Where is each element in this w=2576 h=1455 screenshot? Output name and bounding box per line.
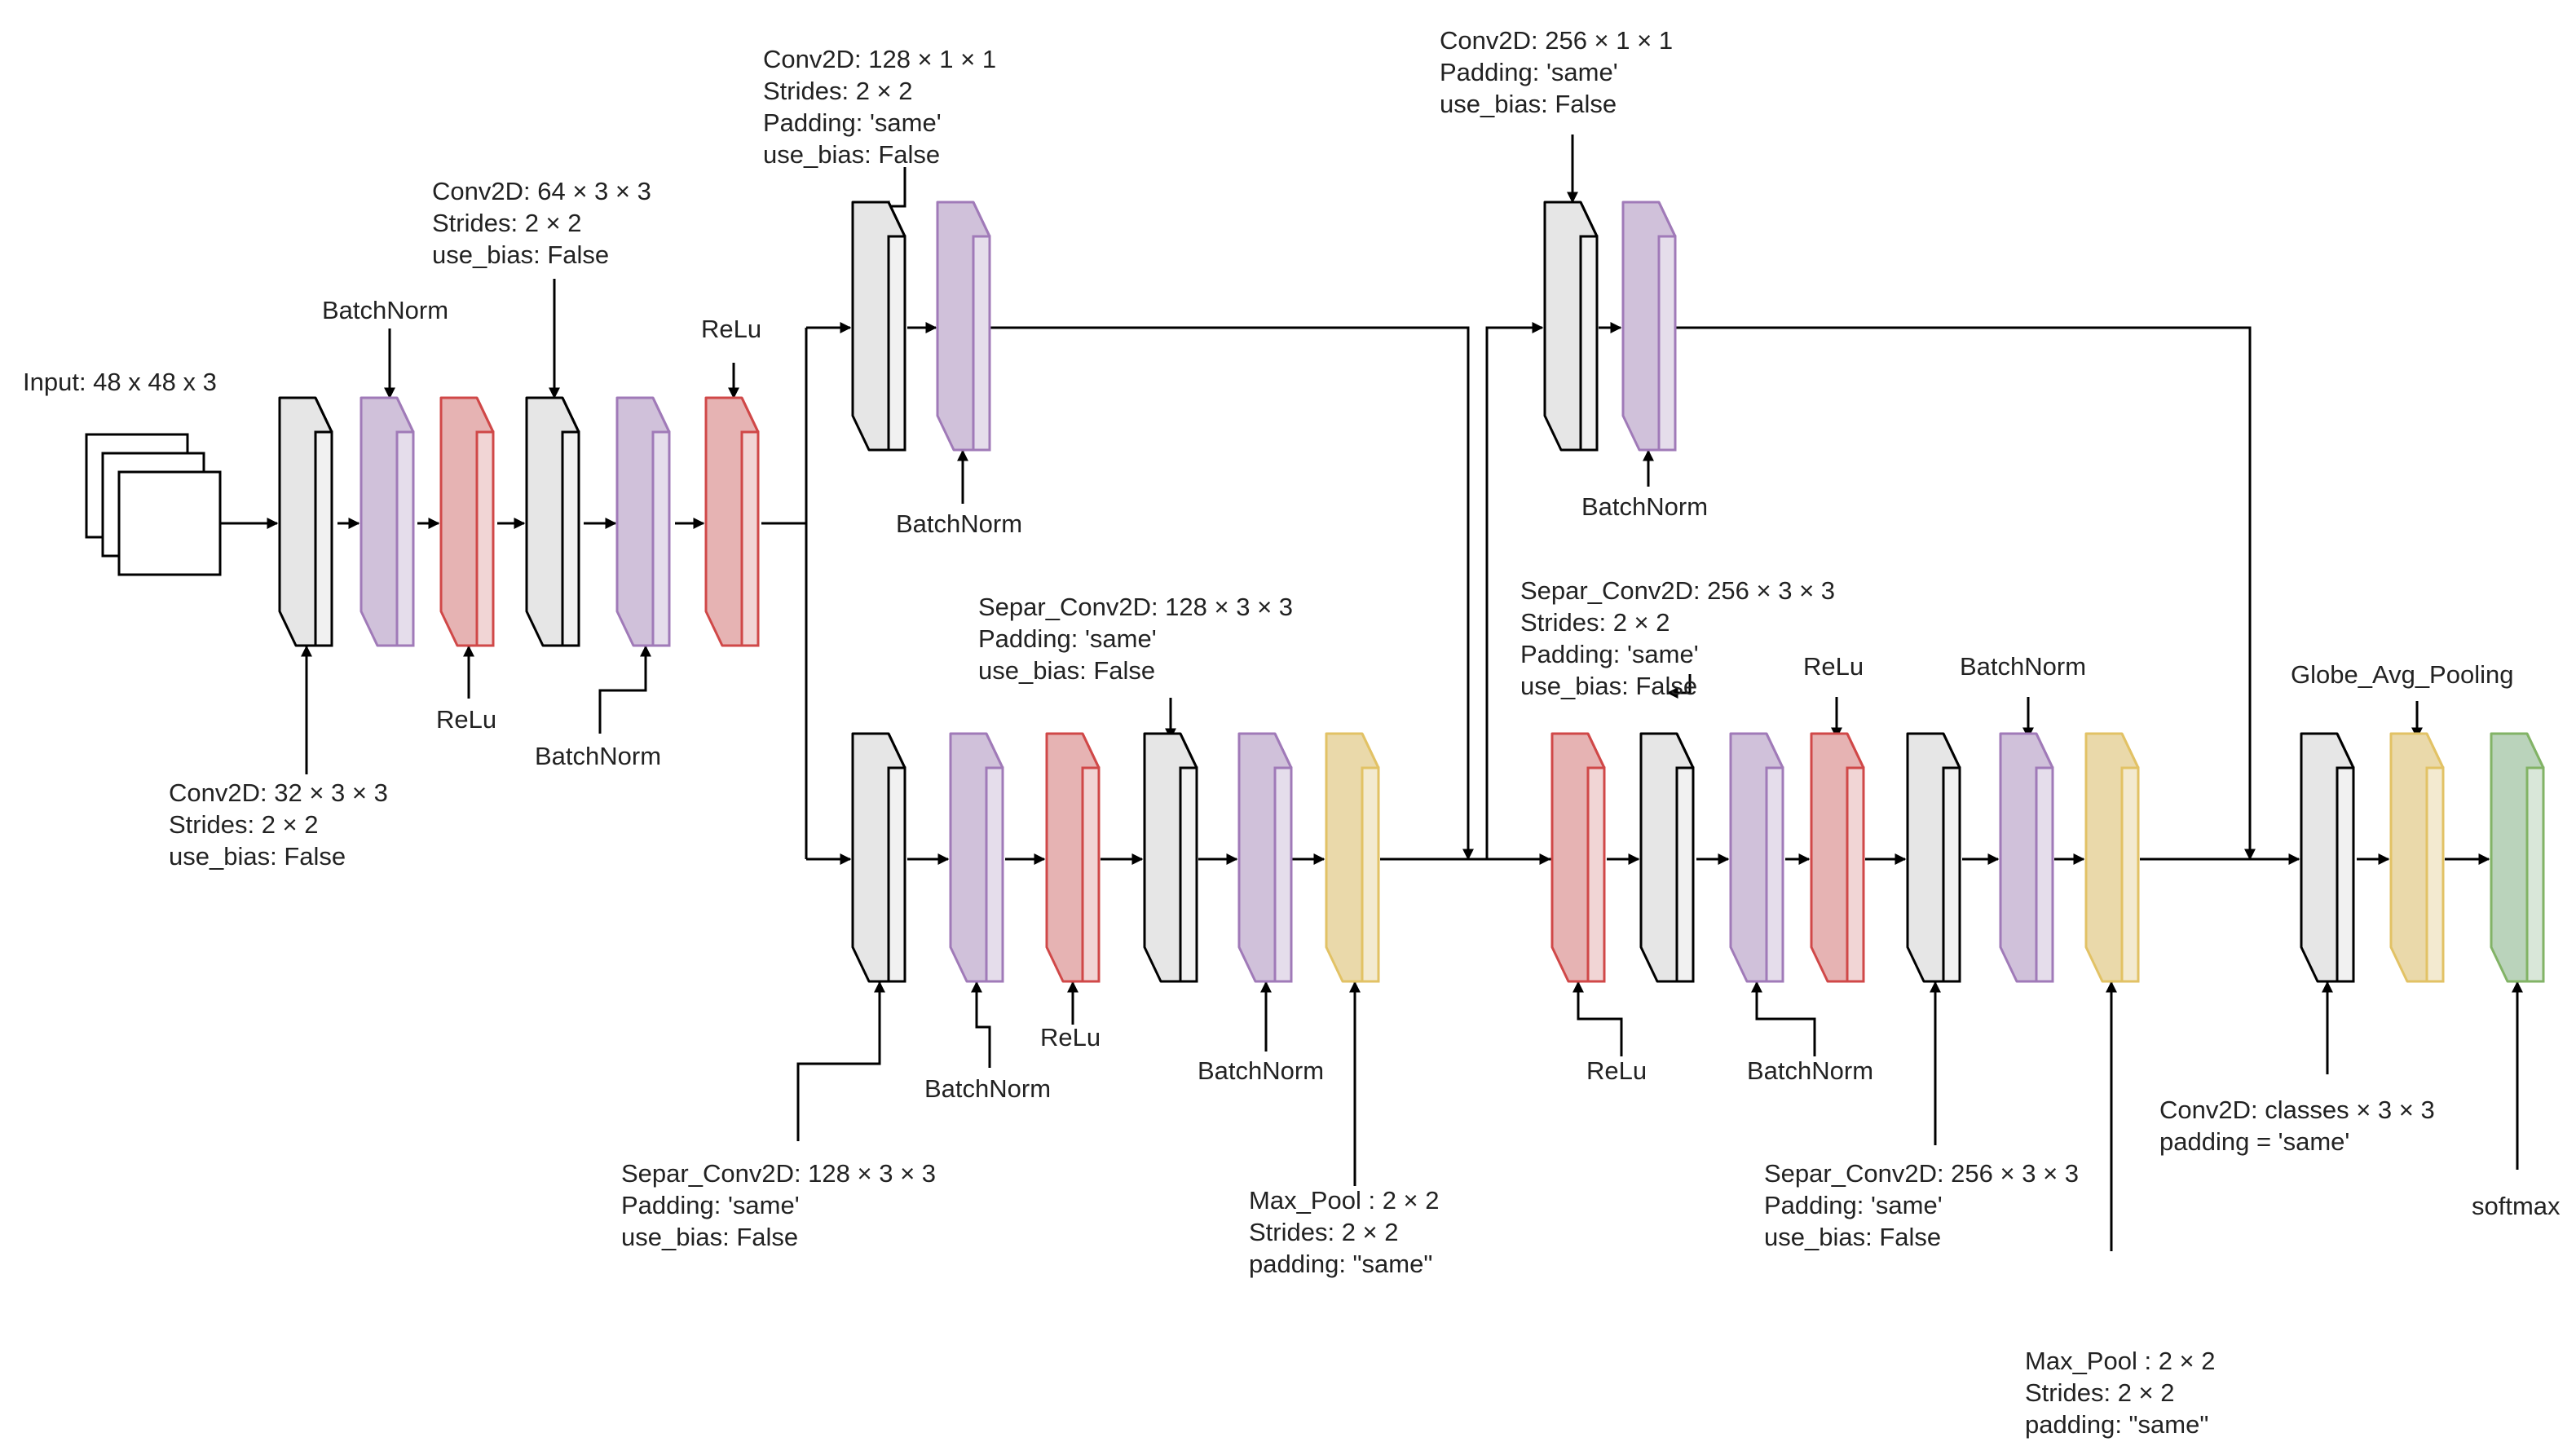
pointer-res1-conv — [878, 167, 906, 212]
arrow-res2-to-add2 — [1676, 326, 2256, 861]
label-conv2-line-2: Strides: 2 × 2 — [432, 209, 582, 237]
label-sep1-line-2: Padding: 'same' — [621, 1191, 800, 1219]
sep3-block — [1639, 732, 1695, 983]
label-sep4-line-1: Separ_Conv2D: 256 × 3 × 3 — [1764, 1159, 2079, 1188]
pointer-sep3 — [1666, 674, 1692, 699]
label-conv2-line-1: Conv2D: 64 × 3 × 3 — [432, 177, 651, 205]
layer-blocks — [85, 201, 2545, 983]
label-pool1-line-3: padding: "same" — [1249, 1250, 1432, 1278]
label-bn2-line-1: BatchNorm — [535, 742, 661, 770]
conv1-block — [278, 396, 333, 647]
label-res2_bn-line-1: BatchNorm — [1581, 492, 1708, 521]
b2-bn1-block — [1729, 732, 1784, 983]
label-pool2-line-1: Max_Pool : 2 × 2 — [2025, 1347, 2216, 1375]
label-sep1-line-1: Separ_Conv2D: 128 × 3 × 3 — [621, 1159, 936, 1188]
label-b2_relu2-line-1: ReLu — [1803, 652, 1864, 681]
pointer-b1-bn1 — [971, 981, 991, 1068]
pointer-b2-bn1 — [1751, 981, 1816, 1056]
label-res1_bn-line-1: BatchNorm — [896, 509, 1022, 538]
conv2-block — [525, 396, 580, 647]
label-gap-line-1: Globe_Avg_Pooling — [2291, 660, 2513, 689]
b1-bn1-block — [949, 732, 1004, 983]
label-res1_conv-line-3: Padding: 'same' — [763, 108, 942, 137]
label-pool1-line-2: Strides: 2 × 2 — [1249, 1218, 1399, 1246]
label-softmax-line-1: softmax — [2472, 1192, 2561, 1220]
sep1-block — [851, 732, 906, 983]
label-bn1-line-1: BatchNorm — [322, 296, 448, 324]
b2-relu1-block — [1550, 732, 1606, 983]
pool2-block — [2084, 732, 2140, 983]
arrow-res1-to-add1 — [989, 326, 1474, 861]
label-sep3-line-2: Strides: 2 × 2 — [1520, 608, 1670, 637]
label-sep2-line-2: Padding: 'same' — [978, 624, 1157, 653]
label-final_conv-line-2: padding = 'same' — [2159, 1127, 2349, 1156]
label-pool1-line-1: Max_Pool : 2 × 2 — [1249, 1186, 1440, 1215]
pointer-bn2 — [598, 645, 651, 734]
label-res1_conv-line-4: use_bias: False — [763, 140, 940, 169]
label-sep3-line-1: Separ_Conv2D: 256 × 3 × 3 — [1520, 576, 1835, 605]
input-image-stack — [85, 433, 222, 576]
layer-labels: Input: 48 x 48 x 3 Conv2D: 32 × 3 × 3 Stri… — [23, 26, 2561, 1439]
b1-relu-block — [1045, 732, 1101, 983]
bn1-block — [359, 396, 415, 647]
relu1-block — [439, 396, 495, 647]
relu2-block — [704, 396, 760, 647]
label-sep4-line-3: use_bias: False — [1764, 1223, 1941, 1251]
b2-bn2-block — [1999, 732, 2054, 983]
sep4-block — [1906, 732, 1961, 983]
label-sep4-line-2: Padding: 'same' — [1764, 1191, 1943, 1219]
label-relu2-line-1: ReLu — [701, 315, 761, 343]
label-conv2-line-3: use_bias: False — [432, 240, 609, 269]
res2-conv-block — [1543, 201, 1599, 452]
label-b2_relu1-line-1: ReLu — [1586, 1056, 1647, 1085]
label-res2_conv-line-2: Padding: 'same' — [1440, 58, 1618, 86]
b2-relu2-block — [1810, 732, 1865, 983]
label-relu1-line-1: ReLu — [436, 705, 496, 734]
connection-lines — [131, 134, 2523, 1251]
label-sep1-line-3: use_bias: False — [621, 1223, 798, 1251]
label-sep2-line-3: use_bias: False — [978, 656, 1155, 685]
label-sep3-line-4: use_bias: False — [1520, 672, 1697, 700]
label-pool2-line-2: Strides: 2 × 2 — [2025, 1378, 2175, 1407]
label-sep2-line-1: Separ_Conv2D: 128 × 3 × 3 — [978, 593, 1293, 621]
label-res1_conv-line-1: Conv2D: 128 × 1 × 1 — [763, 45, 996, 73]
final-conv-block — [2300, 732, 2355, 983]
res2-bn-block — [1621, 201, 1677, 452]
label-pool2-line-3: padding: "same" — [2025, 1410, 2208, 1439]
gap-block — [2389, 732, 2445, 983]
label-res1_conv-line-2: Strides: 2 × 2 — [763, 77, 913, 105]
label-b1_bn2-line-1: BatchNorm — [1198, 1056, 1324, 1085]
label-sep3-line-3: Padding: 'same' — [1520, 640, 1699, 668]
label-res2_conv-line-1: Conv2D: 256 × 1 × 1 — [1440, 26, 1673, 55]
label-final_conv-line-1: Conv2D: classes × 3 × 3 — [2159, 1096, 2435, 1124]
res1-conv-block — [851, 201, 906, 452]
sep2-block — [1143, 732, 1198, 983]
label-res2_conv-line-3: use_bias: False — [1440, 90, 1617, 118]
label-b1_bn1-line-1: BatchNorm — [924, 1074, 1051, 1103]
arrow-add1-to-res2-conv — [1485, 322, 1544, 859]
label-b2_bn1-line-1: BatchNorm — [1747, 1056, 1873, 1085]
pointer-sep1 — [796, 981, 885, 1141]
bn2-block — [615, 396, 671, 647]
label-b1_relu-line-1: ReLu — [1040, 1023, 1101, 1052]
pool1-block — [1325, 732, 1380, 983]
label-conv1-line-3: use_bias: False — [169, 842, 346, 871]
label-input-line-1: Input: 48 x 48 x 3 — [23, 368, 217, 396]
label-conv1-line-2: Strides: 2 × 2 — [169, 810, 319, 839]
softmax-block — [2490, 732, 2545, 983]
pointer-b2-relu1 — [1573, 981, 1623, 1056]
label-b2_bn2-line-1: BatchNorm — [1960, 652, 2086, 681]
label-conv1-line-1: Conv2D: 32 × 3 × 3 — [169, 778, 388, 807]
b1-bn2-block — [1237, 732, 1293, 983]
res1-bn-block — [936, 201, 991, 452]
